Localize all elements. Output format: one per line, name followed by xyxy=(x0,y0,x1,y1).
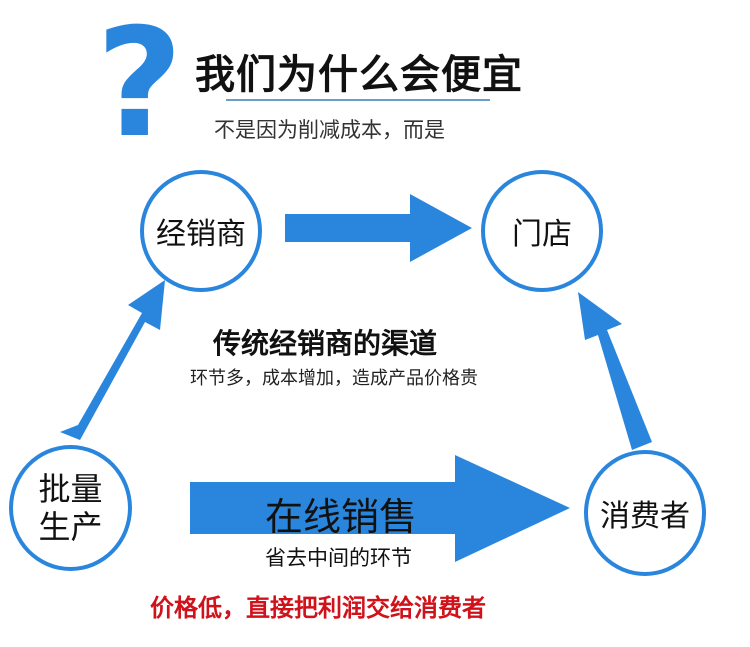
question-mark-icon: ? xyxy=(96,0,183,171)
arrow-distributor-to-store xyxy=(285,194,472,262)
conclusion-text: 价格低，直接把利润交给消费者 xyxy=(150,594,486,622)
arrow-online-sales xyxy=(190,455,570,562)
node-production-label-2: 生产 xyxy=(38,508,103,546)
traditional-channel-description: 环节多，成本增加，造成产品价格贵 xyxy=(190,368,478,389)
node-store: 门店 xyxy=(481,170,603,292)
node-store-label: 门店 xyxy=(512,217,572,252)
node-production-label-1: 批量 xyxy=(38,470,103,508)
arrow-production-to-distributor xyxy=(60,280,165,440)
node-consumer: 消费者 xyxy=(584,450,706,576)
page-title: 我们为什么会便宜 xyxy=(195,52,523,98)
traditional-channel-title: 传统经销商的渠道 xyxy=(213,327,438,360)
node-distributor-label: 经销商 xyxy=(156,217,246,252)
online-sales-description: 省去中间的环节 xyxy=(265,546,412,570)
node-distributor: 经销商 xyxy=(140,170,262,292)
node-mass-production: 批量生产 xyxy=(9,445,132,571)
subtitle: 不是因为削减成本，而是 xyxy=(214,118,445,142)
node-consumer-label: 消费者 xyxy=(600,499,690,534)
arrow-consumer-to-store xyxy=(578,292,652,450)
online-sales-title: 在线销售 xyxy=(265,495,418,539)
